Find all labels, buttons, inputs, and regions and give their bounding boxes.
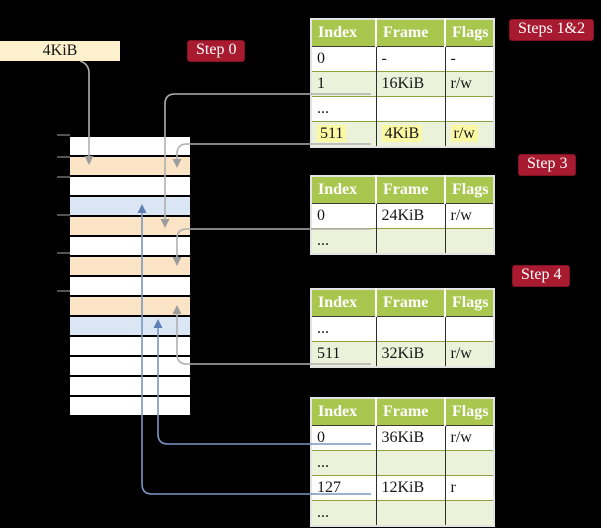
- table-cell: ...: [311, 500, 377, 526]
- table-cell: [445, 228, 495, 254]
- table-cell: -: [445, 46, 495, 72]
- table-cell: [445, 450, 495, 476]
- column-header-frame: Frame: [376, 289, 446, 317]
- table-cell: r/w: [445, 341, 495, 367]
- column-header-index: Index: [311, 289, 377, 317]
- table-cell: r/w: [445, 203, 495, 229]
- column-header-flags: Flags: [445, 289, 495, 317]
- table-cell: [376, 228, 446, 254]
- memory-row-5: [70, 217, 190, 237]
- highlighted-value: r/w: [450, 125, 478, 142]
- table-cell: [376, 500, 446, 526]
- page-size-box: 4KiB: [0, 41, 120, 61]
- table-cell: ...: [311, 316, 377, 342]
- table-cell: 12KiB: [376, 475, 446, 501]
- column-header-frame: Frame: [376, 19, 446, 47]
- table-cell: -: [376, 46, 446, 72]
- memory-row-3: [70, 177, 190, 197]
- column-header-flags: Flags: [445, 19, 495, 47]
- table-cell: r/w: [445, 121, 495, 147]
- table-cell: ...: [311, 96, 377, 122]
- step-badge-4: Step 4: [512, 265, 571, 287]
- memory-row-14: [70, 397, 190, 417]
- column-header-flags: Flags: [445, 176, 495, 204]
- table-cell: 4KiB: [376, 121, 446, 147]
- table-cell: 0: [311, 46, 377, 72]
- memory-row-10: [70, 317, 190, 337]
- memory-row-4: [70, 197, 190, 217]
- table-cell: r/w: [445, 425, 495, 451]
- memory-row-12: [70, 357, 190, 377]
- table-cell: [376, 316, 446, 342]
- table-cell: r/w: [445, 71, 495, 97]
- table-cell: 511: [311, 121, 377, 147]
- table-cell: 32KiB: [376, 341, 446, 367]
- table-cell: r: [445, 475, 495, 501]
- column-header-frame: Frame: [376, 176, 446, 204]
- table-cell: 36KiB: [376, 425, 446, 451]
- memory-row-2: [70, 157, 190, 177]
- memory-row-13: [70, 377, 190, 397]
- highlighted-value: 511: [317, 125, 347, 142]
- table-cell: [445, 500, 495, 526]
- memory-row-8: [70, 277, 190, 297]
- table-row: ...: [311, 500, 495, 526]
- table-row: ...: [311, 450, 495, 476]
- memory-row-9: [70, 297, 190, 317]
- highlighted-value: 4KiB: [381, 125, 423, 142]
- table-cell: 0: [311, 203, 377, 229]
- column-header-index: Index: [311, 19, 377, 47]
- column-header-flags: Flags: [445, 398, 495, 426]
- memory-row-6: [70, 237, 190, 257]
- table-cell: 127: [311, 475, 377, 501]
- table-cell: [445, 316, 495, 342]
- step-badge-0: Step 0: [187, 40, 246, 62]
- memory-row-11: [70, 337, 190, 357]
- table-cell: 511: [311, 341, 377, 367]
- memory-row-7: [70, 257, 190, 277]
- table-cell: ...: [311, 228, 377, 254]
- table-row: ...: [311, 316, 495, 342]
- table-cell: ...: [311, 450, 377, 476]
- column-header-index: Index: [311, 176, 377, 204]
- table-cell: [445, 96, 495, 122]
- physical-memory-column: [70, 135, 190, 417]
- step-badge-1-2: Steps 1&2: [509, 19, 595, 41]
- table-cell: 0: [311, 425, 377, 451]
- table-cell: 1: [311, 71, 377, 97]
- step-badge-3: Step 3: [518, 154, 577, 176]
- table-cell: [376, 96, 446, 122]
- table-row: ...: [311, 96, 495, 122]
- table-cell: 24KiB: [376, 203, 446, 229]
- table-row: 511 4KiB r/w: [311, 121, 495, 147]
- memory-row-1: [70, 137, 190, 157]
- table-cell: 16KiB: [376, 71, 446, 97]
- column-header-frame: Frame: [376, 398, 446, 426]
- table-row: ...: [311, 228, 495, 254]
- column-header-index: Index: [311, 398, 377, 426]
- table-cell: [376, 450, 446, 476]
- table-row: 0--: [311, 46, 495, 72]
